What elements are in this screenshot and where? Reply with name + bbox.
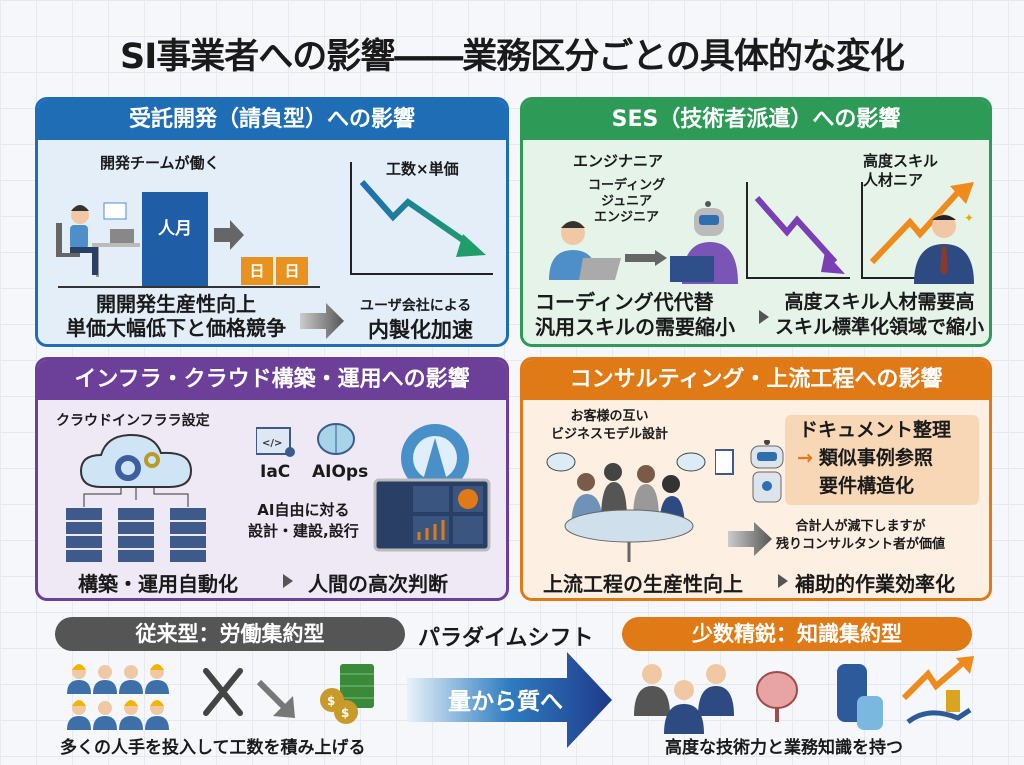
declining-chart-icon xyxy=(746,182,850,279)
panel-header: SES（技術者派遣）への影響 xyxy=(523,100,989,140)
man-month-block: 人月 xyxy=(142,192,208,287)
junior-line: エンジニア xyxy=(594,210,660,225)
developer-at-desk-icon xyxy=(56,202,140,277)
panel-header: インフラ・クラウド構築・運用への影響 xyxy=(38,360,506,400)
money-icon: $$ xyxy=(320,664,374,724)
arrow-right-icon xyxy=(728,522,772,556)
triangle-right-icon xyxy=(778,574,788,588)
arrow-right-icon xyxy=(214,220,244,250)
svg-text:✦: ✦ xyxy=(964,211,974,225)
meeting-line: お客様の互い xyxy=(570,409,649,424)
brain-icon xyxy=(756,671,798,722)
svg-text:$: $ xyxy=(327,694,335,708)
new-caption: 高度な技術力と業務知識を持つ xyxy=(665,738,903,758)
rising-growth-icon xyxy=(901,656,974,725)
dashboard-gear-icon xyxy=(373,424,491,552)
ses-right-line: 高度スキル人材需要高 xyxy=(784,291,975,313)
arrow-down-right-icon xyxy=(256,679,295,718)
baseline-divider xyxy=(58,286,320,288)
arrow-right-icon xyxy=(300,303,344,339)
ses-left-line: 汎用スキルの需要縮小 xyxy=(535,315,735,339)
paradigm-shift-arrow xyxy=(407,652,612,748)
robot-icon xyxy=(670,201,738,284)
day-box: 日 xyxy=(241,257,273,285)
cloud-label: クラウドインフララ設定 xyxy=(56,413,210,429)
ses-left-line: コーディング代代替 xyxy=(535,290,714,314)
task-line: ドキュメント整理 xyxy=(799,419,952,441)
summary-line: 開開発生産性向上 xyxy=(96,292,256,316)
triangle-right-icon xyxy=(759,310,769,324)
consulting-right: 補助的作業効率化 xyxy=(795,572,955,596)
arrow-right-icon xyxy=(625,250,667,266)
experts-group-icon xyxy=(634,664,734,734)
task-line-text: 類似事例参照 xyxy=(818,447,933,469)
engineer-with-laptop-icon xyxy=(549,221,621,280)
day-box: 日 xyxy=(276,257,308,285)
infra-right: 人間の高次判断 xyxy=(308,572,448,596)
junior-line: コーディング xyxy=(588,178,666,193)
workers-group-icon xyxy=(67,664,169,730)
consulting-left: 上流工程の生産性向上 xyxy=(543,572,743,596)
new-model-label: 少数精鋭：知識集約型 xyxy=(622,617,972,651)
note-line: 合計人が減下しますが xyxy=(795,519,926,534)
cloud-servers-icon xyxy=(66,433,206,562)
paradigm-shift-label: パラダイムシフト xyxy=(418,626,594,651)
meeting-line: ビジネスモデル設計 xyxy=(551,427,669,442)
old-model-label: 従来型：労働集約型 xyxy=(55,617,405,651)
note-line: 残りコンサルタント者が価値 xyxy=(776,537,946,552)
old-caption: 多くの人手を投入して工数を積み上げる xyxy=(60,738,366,758)
team-label: 開発チームが働く xyxy=(100,154,220,172)
ai-line: 設計・建設,設行 xyxy=(248,522,359,540)
ai-tasks-box xyxy=(785,415,979,505)
triangle-right-icon xyxy=(283,574,293,588)
brain-icon xyxy=(317,423,355,455)
high-skill-line: 人材ニア xyxy=(863,171,924,189)
page-title: SI事業者への影響――業務区分ごとの具体的な変化 xyxy=(120,37,905,77)
businessman-icon: ✦ xyxy=(914,211,974,284)
panel-ses: SES（技術者派遣）への影響 エンジナニア コーディング ジュニア エンジニア … xyxy=(520,97,992,347)
arrow-label: 量から質へ xyxy=(448,689,563,715)
panel-infra-cloud: インフラ・クラウド構築・運用への影響 クラウドインフララ設定 </> IaC A… xyxy=(35,357,509,601)
declining-chart-icon xyxy=(350,162,493,275)
tools-icon xyxy=(203,668,243,716)
panel-contract-development: 受託開発（請負型）への影響 開発チームが働く 人月 日 日 工数×単価 開開発生… xyxy=(35,97,509,347)
svg-text:</>: </> xyxy=(262,438,282,449)
meeting-table-icon xyxy=(546,452,706,562)
panel-header: コンサルティング・上流工程への影響 xyxy=(523,360,989,400)
high-skill-line: 高度スキル xyxy=(863,152,939,170)
chart-label: 工数×単価 xyxy=(386,160,459,178)
arrow-right-icon: → xyxy=(797,447,813,469)
infra-left: 構築・運用自動化 xyxy=(78,572,238,596)
database-icon xyxy=(837,664,883,730)
result-small: ユーザ会社による xyxy=(360,298,472,314)
document-robot-icon xyxy=(715,440,784,503)
summary-line: 単価大幅低下と価格競争 xyxy=(66,316,286,340)
engineer-label: エンジナニア xyxy=(573,152,664,170)
code-folder-icon: </> xyxy=(256,427,295,457)
man-month-label: 人月 xyxy=(158,219,192,239)
svg-text:$: $ xyxy=(341,706,349,720)
iac-label: IaC xyxy=(260,462,291,482)
panel-consulting: コンサルティング・上流工程への影響 お客様の互い ビジネスモデル設計 ドキュメン… xyxy=(520,357,992,601)
result-big: 内製化加速 xyxy=(368,318,473,342)
task-line: →類似事例参照 xyxy=(797,444,951,472)
ses-right-line: スキル標準化領域で縮小 xyxy=(775,316,985,338)
junior-line: ジュニア xyxy=(601,194,653,209)
task-line: 要件構造化 xyxy=(819,475,915,497)
ai-line: AI自由に対る xyxy=(257,501,350,519)
aiops-label: AIOps xyxy=(312,462,369,482)
panel-header: 受託開発（請負型）への影響 xyxy=(38,100,506,140)
